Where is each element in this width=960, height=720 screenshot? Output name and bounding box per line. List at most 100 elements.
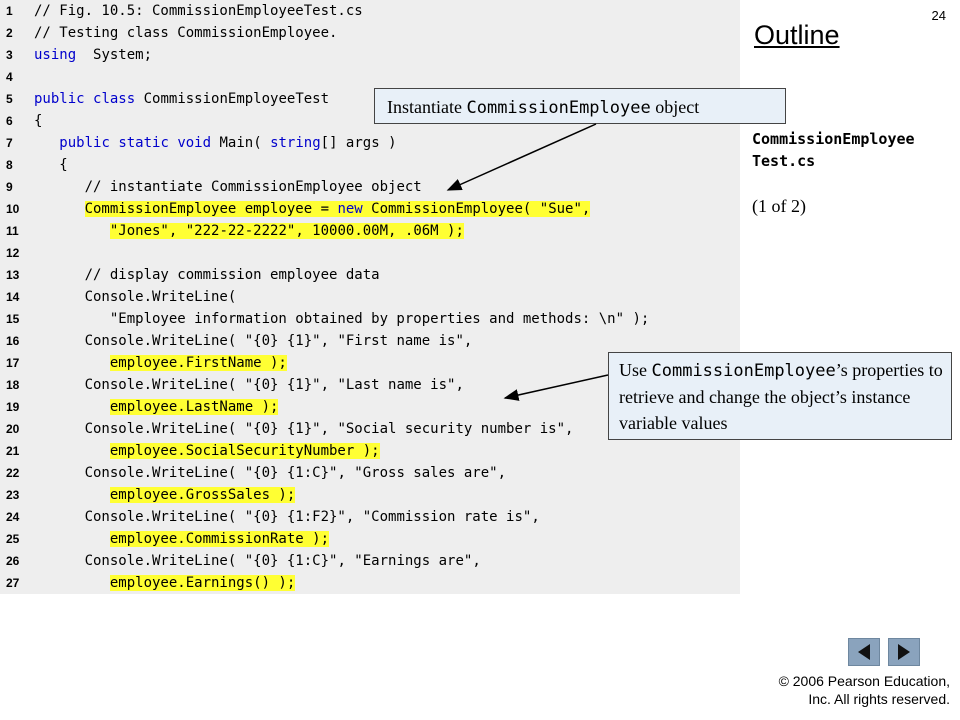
- line-number: 4: [6, 70, 13, 84]
- code-token: employee.GrossSales );: [109, 487, 296, 503]
- callout-2-suffix: ’s properties to retrieve and change the…: [619, 360, 943, 433]
- line-number: 23: [6, 488, 20, 502]
- outline-title[interactable]: Outline: [754, 20, 840, 50]
- line-number: 26: [6, 554, 20, 568]
- code-token: ,: [497, 465, 507, 481]
- callout-instantiate: Instantiate CommissionEmployee object: [374, 88, 786, 124]
- code-line: 10 CommissionEmployee employee = new Com…: [0, 198, 740, 220]
- code-line: 8 {: [0, 154, 740, 176]
- line-number: 3: [6, 48, 13, 62]
- code-token: employee.SocialSecurityNumber );: [109, 443, 380, 459]
- code-line: 2// Testing class CommissionEmployee.: [0, 22, 740, 44]
- code-text: employee.CommissionRate );: [34, 528, 330, 550]
- code-token: static: [118, 135, 169, 151]
- code-token: );: [624, 311, 650, 327]
- next-slide-icon: [898, 644, 910, 660]
- code-text: "Employee information obtained by proper…: [34, 308, 649, 330]
- code-text: employee.LastName );: [34, 396, 279, 418]
- code-line: 15 "Employee information obtained by pro…: [0, 308, 740, 330]
- code-token: Console.WriteLine(: [34, 553, 245, 569]
- line-number: 1: [6, 4, 13, 18]
- line-number: 9: [6, 180, 13, 194]
- code-text: // display commission employee data: [34, 264, 380, 286]
- code-token: // Testing class CommissionEmployee.: [34, 25, 338, 41]
- line-number: 24: [6, 510, 20, 524]
- code-line: 11 "Jones", "222-22-2222", 10000.00M, .0…: [0, 220, 740, 242]
- code-text: CommissionEmployee employee = new Commis…: [34, 198, 591, 220]
- code-token: ,: [531, 509, 540, 525]
- code-line: 18 Console.WriteLine( "{0} {1}", "Last n…: [0, 374, 740, 396]
- code-token: ,: [320, 421, 338, 437]
- line-number: 11: [6, 224, 19, 238]
- code-token: ,: [472, 553, 481, 569]
- code-token: "Employee information obtained by proper…: [109, 311, 625, 327]
- code-token: class: [93, 91, 136, 107]
- code-text: {: [34, 110, 42, 132]
- line-number: 25: [6, 532, 20, 546]
- code-line: 26 Console.WriteLine( "{0} {1:C}", "Earn…: [0, 550, 740, 572]
- code-token: employee.FirstName );: [109, 355, 287, 371]
- callout-1-arrow: [446, 123, 597, 191]
- line-number: 16: [6, 334, 20, 348]
- code-line: 7 public static void Main( string[] args…: [0, 132, 740, 154]
- line-number: 27: [6, 576, 20, 590]
- code-token: "{0} {1:F2}": [244, 509, 346, 525]
- callout-2-code: CommissionEmployee: [651, 361, 836, 381]
- code-token: Console.WriteLine(: [34, 421, 245, 437]
- code-token: using: [34, 47, 77, 63]
- code-token: "Jones": [109, 223, 169, 239]
- code-line: 5 public class CommissionEmployeeTest: [0, 88, 740, 110]
- code-line: 22 Console.WriteLine( "{0} {1:C}", "Gros…: [0, 462, 740, 484]
- code-line: 17 employee.FirstName );: [0, 352, 740, 374]
- code-token: ,: [320, 333, 338, 349]
- code-token: {: [34, 157, 68, 173]
- code-token: CommissionEmployeeTest: [135, 91, 330, 107]
- code-token: public: [59, 135, 110, 151]
- code-token: "{0} {1:C}": [244, 465, 338, 481]
- code-token: // instantiate CommissionEmployee object: [84, 179, 422, 195]
- code-token: public: [34, 91, 85, 107]
- code-token: "Earnings are": [354, 553, 473, 569]
- line-number: 5: [6, 92, 13, 106]
- callout-1-prefix: Instantiate: [387, 97, 467, 117]
- code-token: string: [270, 135, 321, 151]
- code-text: employee.SocialSecurityNumber );: [34, 440, 380, 462]
- code-line: 14 Console.WriteLine(: [0, 286, 740, 308]
- code-line: 16 Console.WriteLine( "{0} {1}", "First …: [0, 330, 740, 352]
- line-number: 22: [6, 466, 20, 480]
- line-number: 10: [6, 202, 20, 216]
- code-token: "{0} {1:C}": [244, 553, 338, 569]
- code-token: "222-22-2222": [185, 223, 296, 239]
- line-number: 17: [6, 356, 20, 370]
- next-slide-button[interactable]: [888, 638, 920, 666]
- code-line: 4: [0, 66, 740, 88]
- callout-1-code: CommissionEmployee: [466, 98, 651, 118]
- line-number: 18: [6, 378, 20, 392]
- code-token: CommissionEmployee(: [362, 201, 540, 217]
- code-text: employee.GrossSales );: [34, 484, 296, 506]
- code-token: Console.WriteLine(: [34, 509, 245, 525]
- code-token: [] args ): [320, 135, 397, 151]
- code-line: 27 employee.Earnings() );: [0, 572, 740, 594]
- code-line: 21 employee.SocialSecurityNumber );: [0, 440, 740, 462]
- code-text: using System;: [34, 44, 152, 66]
- code-text: Console.WriteLine(: [34, 286, 237, 308]
- code-token: ,: [320, 377, 338, 393]
- code-token: employee.LastName );: [109, 399, 279, 415]
- code-line: 13 // display commission employee data: [0, 264, 740, 286]
- code-token: "{0} {1}": [244, 333, 321, 349]
- code-token: ,: [168, 223, 186, 239]
- code-token: "Sue": [539, 201, 582, 217]
- file-name: CommissionEmployee Test.cs: [752, 130, 915, 170]
- code-token: "Gross sales are": [354, 465, 498, 481]
- code-line: 24 Console.WriteLine( "{0} {1:F2}", "Com…: [0, 506, 740, 528]
- code-token: // display commission employee data: [84, 267, 380, 283]
- code-token: "First name is": [337, 333, 464, 349]
- code-text: Console.WriteLine( "{0} {1}", "Social se…: [34, 418, 574, 440]
- code-line: 12: [0, 242, 740, 264]
- code-token: ,: [337, 465, 355, 481]
- code-token: ,: [337, 553, 355, 569]
- previous-slide-button[interactable]: [848, 638, 880, 666]
- code-token: ,: [463, 333, 473, 349]
- callout-2-arrow: [503, 374, 609, 401]
